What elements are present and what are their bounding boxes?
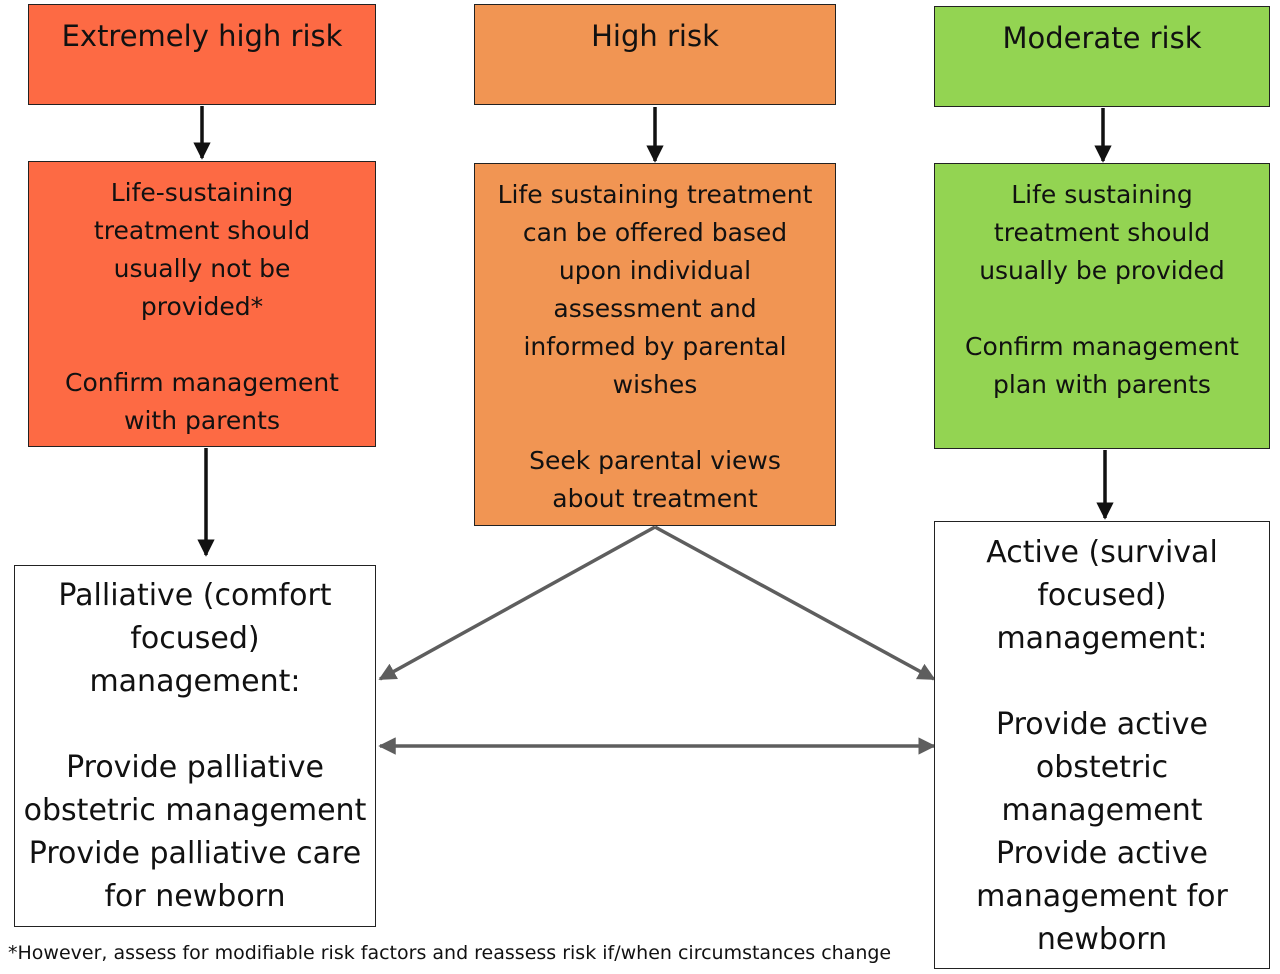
arrow-high-to-active bbox=[654, 525, 936, 681]
guidance-line: treatment should bbox=[93, 216, 311, 245]
high-risk-header: High risk bbox=[474, 4, 836, 105]
outcome-line: focused) bbox=[130, 621, 260, 656]
guidance-line: Confirm management bbox=[965, 332, 1239, 361]
guidance-line: Seek parental views bbox=[529, 446, 781, 475]
outcome-line: management: bbox=[89, 664, 301, 699]
guidance-line: Confirm management bbox=[65, 368, 339, 397]
footnote: *However, assess for modifiable risk fac… bbox=[8, 942, 892, 964]
guidance-line: Life-sustaining bbox=[110, 178, 294, 207]
arrow-high-to-palliative bbox=[378, 525, 656, 681]
outcome-line: for newborn bbox=[104, 879, 286, 914]
outcome-line: Provide active bbox=[996, 836, 1208, 871]
outcome-line: obstetric management bbox=[23, 793, 367, 828]
outcome-line: Palliative (comfort bbox=[58, 578, 332, 613]
guidance-line: about treatment bbox=[552, 484, 758, 513]
guidance-line: Life sustaining treatment bbox=[497, 180, 813, 209]
high-risk-guidance: Life sustaining treatment can be offered… bbox=[474, 163, 836, 526]
extreme-risk-guidance: Life-sustaining treatment should usually… bbox=[28, 161, 376, 447]
extreme-risk-header: Extremely high risk bbox=[28, 4, 376, 105]
moderate-risk-header-text: Moderate risk bbox=[1002, 21, 1202, 55]
moderate-risk-guidance: Life sustaining treatment should usually… bbox=[934, 163, 1270, 449]
guidance-line: usually not be bbox=[113, 254, 291, 283]
outcome-line: management bbox=[1001, 793, 1203, 828]
extreme-risk-header-text: Extremely high risk bbox=[61, 19, 343, 53]
guidance-line: plan with parents bbox=[993, 370, 1211, 399]
guidance-line: upon individual bbox=[558, 256, 752, 285]
outcome-line: Active (survival bbox=[986, 535, 1218, 570]
guidance-line: usually be provided bbox=[979, 256, 1225, 285]
outcome-line: Provide active bbox=[996, 707, 1208, 742]
palliative-management-box: Palliative (comfort focused) management:… bbox=[14, 565, 376, 927]
outcome-line: Provide palliative bbox=[66, 750, 324, 785]
outcome-line: obstetric bbox=[1035, 750, 1169, 785]
guidance-line: can be offered based bbox=[522, 218, 788, 247]
moderate-risk-header: Moderate risk bbox=[934, 6, 1270, 107]
guidance-line: informed by parental bbox=[523, 332, 787, 361]
guidance-line: treatment should bbox=[993, 218, 1211, 247]
outcome-line: focused) bbox=[1037, 578, 1167, 613]
high-risk-header-text: High risk bbox=[591, 19, 719, 53]
outcome-line: Provide palliative care bbox=[28, 836, 362, 871]
guidance-line: Life sustaining bbox=[1011, 180, 1193, 209]
active-management-box: Active (survival focused) management: Pr… bbox=[934, 521, 1270, 969]
guidance-line: with parents bbox=[124, 406, 280, 435]
guidance-line: wishes bbox=[612, 370, 698, 399]
outcome-line: newborn bbox=[1036, 922, 1168, 957]
guidance-line: assessment and bbox=[553, 294, 757, 323]
outcome-line: management: bbox=[996, 621, 1208, 656]
outcome-line: management for bbox=[976, 879, 1228, 914]
guidance-line: provided* bbox=[140, 292, 264, 321]
